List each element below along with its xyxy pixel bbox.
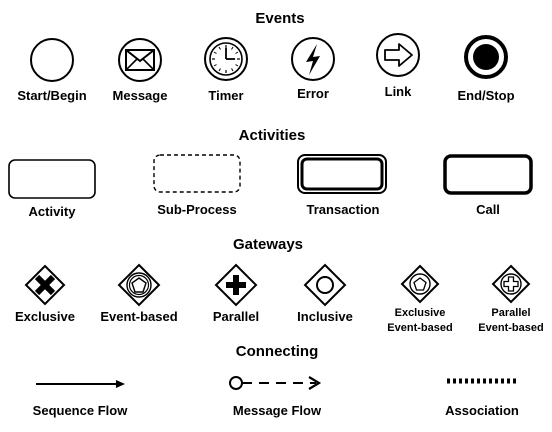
subprocess-shape [153,154,241,193]
events-heading: Events [255,10,304,27]
connecting-heading: Connecting [236,343,319,360]
subprocess-label: Sub-Process [157,202,236,217]
activity-task-shape [8,159,96,199]
inclusive-gateway-label: Inclusive [297,309,353,324]
transaction-shape [297,154,387,194]
call-label: Call [476,202,500,217]
link-event-label: Link [385,84,412,99]
inclusive-gateway-icon [303,263,347,307]
timer-event-label: Timer [208,88,243,103]
call-activity-shape [443,154,533,195]
exclusive-gateway-icon [24,264,66,306]
parallel-gateway-icon [214,263,258,307]
parallel-event-based-gateway-icon [491,264,531,304]
message-flow-label: Message Flow [233,403,322,418]
exclusive-event-based-label-line2: Event-based [387,322,452,334]
exclusive-event-based-gateway-icon [400,264,440,304]
start-event-label: Start/Begin [17,88,86,103]
parallel-gateway-label: Parallel [213,309,259,324]
association-label: Association [445,403,519,418]
message-event-icon [118,38,162,82]
timer-event-icon [204,37,248,81]
start-event-icon [30,38,74,82]
sequence-flow-arrow [36,380,125,388]
error-event-icon [291,37,335,81]
end-event-label: End/Stop [457,88,514,103]
message-event-label: Message [113,88,168,103]
transaction-label: Transaction [307,202,380,217]
gateways-heading: Gateways [233,236,303,253]
parallel-event-based-label-line2: Event-based [478,322,543,334]
link-event-icon [376,33,420,77]
parallel-event-based-label-line1: Parallel [491,307,530,319]
exclusive-event-based-label-line1: Exclusive [395,307,446,319]
exclusive-gateway-label: Exclusive [15,309,75,324]
activities-heading: Activities [239,127,306,144]
sequence-flow-label: Sequence Flow [33,403,129,418]
event-based-gateway-icon [117,263,161,307]
end-event-icon [464,35,508,79]
activity-label: Activity [29,204,77,219]
event-based-gateway-label: Event-based [100,309,177,324]
message-flow-arrow [229,376,322,390]
error-event-label: Error [297,86,329,101]
